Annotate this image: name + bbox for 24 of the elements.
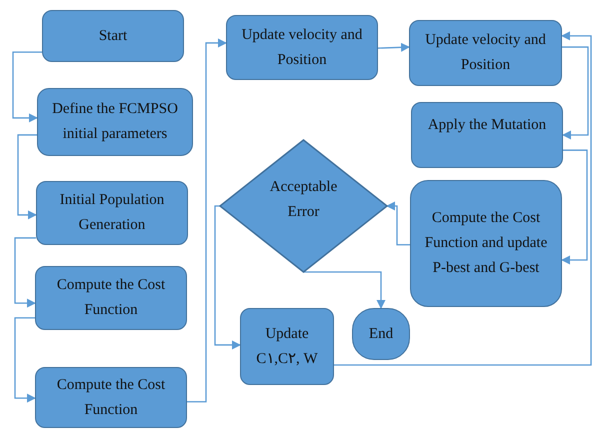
process-box: Compute the Cost Function and update P-best and G-best — [410, 180, 562, 307]
arrow — [14, 237, 36, 308]
arrow — [561, 150, 588, 264]
arrow — [17, 134, 37, 220]
process-box: Apply the Mutation — [411, 102, 563, 168]
process-box: Update velocity and Position — [409, 20, 562, 86]
process-box: Compute the Cost Function — [35, 367, 187, 428]
arrow — [304, 271, 386, 309]
process-box: Update velocity and Position — [226, 15, 378, 80]
decision-label: Acceptable Error — [268, 178, 338, 222]
process-box: Compute the Cost Function — [35, 266, 187, 330]
terminal-box: Start — [42, 10, 184, 62]
arrow — [386, 202, 410, 246]
process-box: Define the FCMPSO initial parameters — [37, 88, 193, 156]
terminal-box: End — [352, 308, 410, 360]
arrow — [378, 42, 410, 52]
arrow — [12, 51, 42, 122]
arrow — [334, 31, 592, 366]
arrow — [214, 205, 241, 350]
arrow — [14, 317, 36, 403]
process-box: Update C١,C٢, W — [240, 308, 334, 385]
process-box: Initial Population Generation — [36, 181, 188, 245]
arrow — [187, 38, 227, 402]
arrow — [562, 46, 589, 140]
